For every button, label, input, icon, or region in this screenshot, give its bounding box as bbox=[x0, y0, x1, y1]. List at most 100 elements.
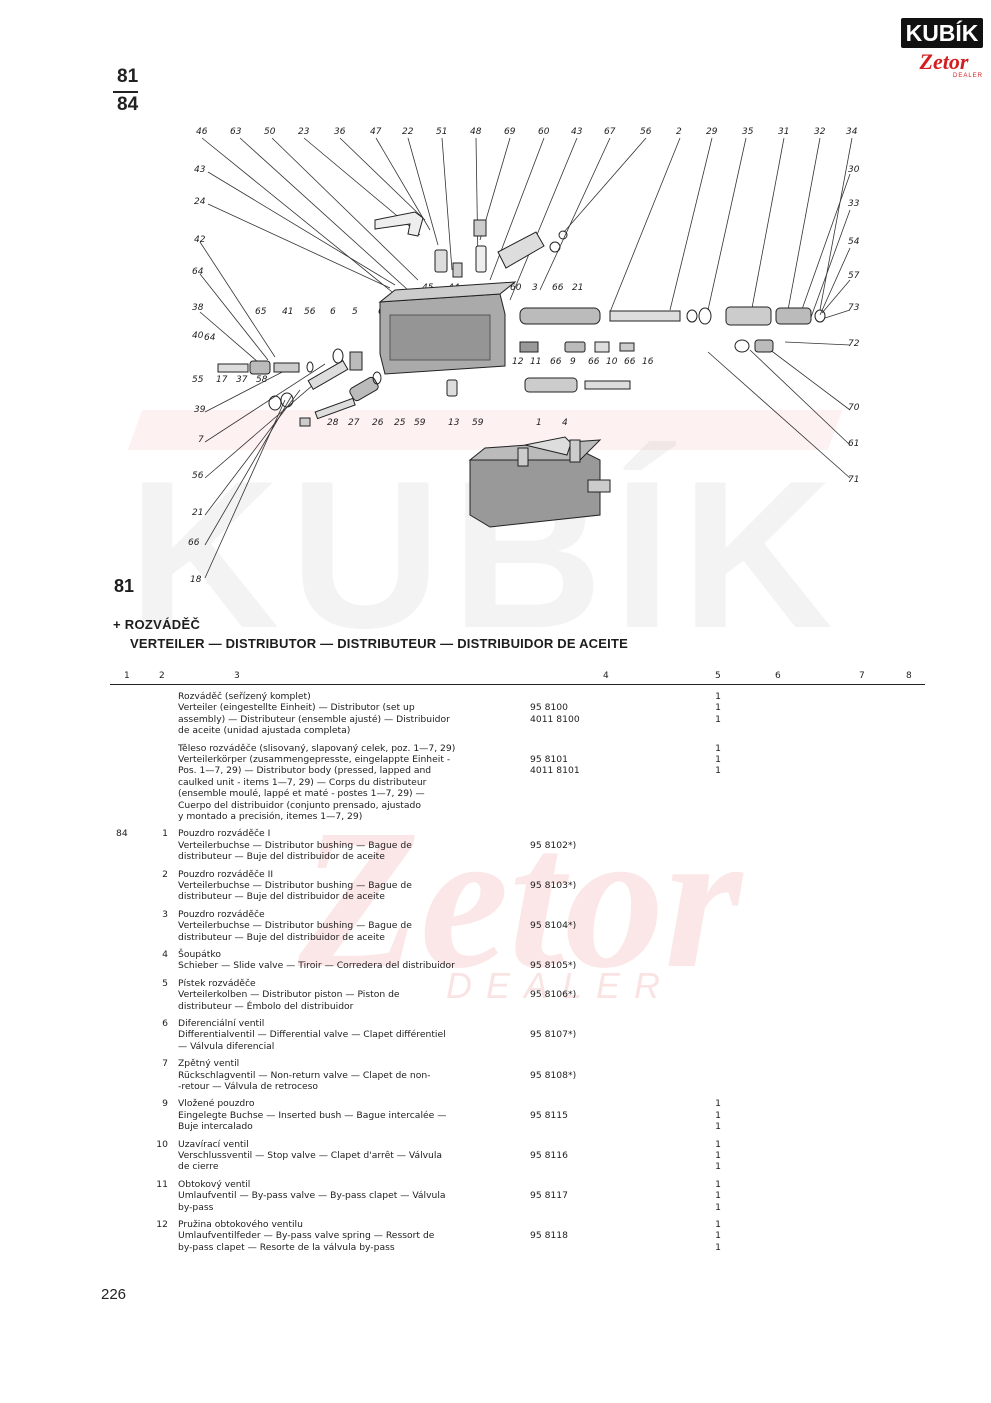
ref-divider bbox=[113, 91, 138, 93]
ref-number-top: 81 bbox=[117, 66, 139, 87]
quantity-line: 1 bbox=[715, 1109, 721, 1121]
description-line: distributeur — Buje del distribuidor de … bbox=[178, 851, 385, 863]
part-number-line bbox=[530, 1179, 610, 1190]
diagram-label-top: 60 bbox=[538, 127, 550, 137]
part-number-line: 95 8104*) bbox=[530, 920, 577, 932]
col-4: 4 bbox=[603, 671, 609, 681]
diagram-label-top: 36 bbox=[334, 127, 346, 137]
part-number-line bbox=[530, 1139, 610, 1150]
diagram-label-inner: 11 bbox=[530, 357, 541, 367]
description-line: Zpětný ventil bbox=[178, 1058, 240, 1070]
section-number: 81 bbox=[114, 576, 135, 596]
description-line: assembly) — Distributeur (ensemble ajust… bbox=[178, 713, 450, 725]
part-number-line: 95 8101 bbox=[530, 753, 568, 765]
description-line: y montado a precisión, itemes 1—7, 29) bbox=[178, 811, 363, 823]
kubik-zetor-logo: KUBÍK Zetor DEALER bbox=[901, 18, 983, 79]
part-number-line: 95 8108*) bbox=[530, 1069, 577, 1081]
diagram-label-inner: 12 bbox=[512, 357, 524, 367]
diagram-label-inner: 26 bbox=[372, 418, 384, 428]
quantity-line: 1 bbox=[715, 765, 721, 777]
logo-zetor-text: Zetor bbox=[919, 49, 969, 74]
diagram-label-inner: 41 bbox=[282, 307, 293, 317]
diagram-label-right: 70 bbox=[848, 403, 860, 413]
description: Rozváděč (seřízený komplet)Verteiler (ei… bbox=[178, 691, 498, 737]
part-number-line bbox=[530, 869, 610, 880]
col-1: 1 bbox=[124, 671, 130, 681]
diagram-label-inner: 28 bbox=[327, 418, 339, 428]
diagram-label-left: 58 bbox=[256, 375, 268, 385]
description-line: Umlaufventilfeder — By-pass valve spring… bbox=[178, 1230, 435, 1242]
description-line: Verteilerkolben — Distributor piston — P… bbox=[178, 989, 400, 1001]
diagram-label-top: 29 bbox=[706, 127, 718, 137]
diagram-label-top: 43 bbox=[571, 127, 583, 137]
description-line: Pouzdro rozváděče II bbox=[178, 868, 274, 880]
position-number: 7 bbox=[162, 1058, 168, 1070]
quantity-line: 1 bbox=[715, 1121, 721, 1133]
ref-number-bottom: 84 bbox=[117, 94, 139, 115]
diagram-label-right: 73 bbox=[848, 303, 860, 313]
description-line: Pouzdro rozváděče bbox=[178, 908, 265, 920]
part-number: 95 8107*) bbox=[530, 1018, 610, 1041]
part-number-line: 95 8103*) bbox=[530, 879, 577, 891]
description-line: Verteiler (eingestellte Einheit) — Distr… bbox=[178, 702, 415, 714]
description-line: Pos. 1—7, 29) — Distributor body (presse… bbox=[178, 765, 432, 777]
part-number-line: 95 8102*) bbox=[530, 839, 577, 851]
logo-dealer-text: DEALER bbox=[952, 73, 983, 79]
col-2: 2 bbox=[159, 671, 165, 681]
diagram-label-top: 35 bbox=[742, 127, 754, 137]
diagram-label-left: 21 bbox=[192, 508, 203, 518]
description-line: Cuerpo del distribuidor (conjunto prensa… bbox=[178, 799, 421, 811]
diagram-label-inner: 66 bbox=[588, 357, 600, 367]
description-line: Pružina obtokového ventilu bbox=[178, 1219, 303, 1230]
quantity-line: 1 bbox=[715, 1138, 721, 1150]
diagram-label-inner: 66 bbox=[552, 283, 564, 293]
col-5: 5 bbox=[715, 671, 721, 681]
part-number-line bbox=[530, 949, 610, 960]
diagram-label-inner: 10 bbox=[606, 357, 618, 367]
logo-kubik-text: KUBÍK bbox=[905, 20, 979, 46]
diagram-label-inner: 59 bbox=[472, 418, 484, 428]
part-number: 95 8104*) bbox=[530, 909, 610, 932]
description-line: de cierre bbox=[178, 1161, 219, 1173]
diagram-label-top: 63 bbox=[230, 127, 242, 137]
table-row: Těleso rozváděče (slisovaný, slapovaný c… bbox=[110, 743, 925, 823]
description-line: Verteilerbuchse — Distributor bushing — … bbox=[178, 920, 412, 932]
diagram-label-inner: 3 bbox=[532, 283, 538, 293]
quantity-line: 1 bbox=[715, 1201, 721, 1213]
description-line: by-pass bbox=[178, 1201, 214, 1213]
quantity-line: 1 bbox=[715, 1098, 721, 1110]
diagram-label-left: 55 bbox=[192, 375, 204, 385]
part-number-line: 95 8118 bbox=[530, 1230, 568, 1242]
part-number-line: 95 8116 bbox=[530, 1149, 568, 1161]
quantity-line: 1 bbox=[715, 1190, 721, 1202]
part-number-line: 95 8115 bbox=[530, 1109, 568, 1121]
part-number: 95 8118 bbox=[530, 1219, 610, 1242]
diagram-label-left: 18 bbox=[190, 575, 202, 585]
diagram-label-left: 40 bbox=[192, 331, 204, 341]
diagram-label-inner: 66 bbox=[550, 357, 562, 367]
diagram-label-top: 46 bbox=[196, 127, 208, 137]
part-number-line: 95 8100 bbox=[530, 702, 568, 714]
diagram-label-inner: 5 bbox=[352, 307, 358, 317]
diagram-label-top: 23 bbox=[298, 127, 310, 137]
part-number-line bbox=[530, 743, 610, 754]
part-number: 95 8115 bbox=[530, 1098, 610, 1121]
diagram-label-right: 61 bbox=[848, 439, 859, 449]
description-line: Obtokový ventil bbox=[178, 1178, 251, 1190]
description-line: distributeur — Buje del distribuidor de … bbox=[178, 931, 385, 943]
fig-ref: 84 bbox=[116, 828, 128, 840]
